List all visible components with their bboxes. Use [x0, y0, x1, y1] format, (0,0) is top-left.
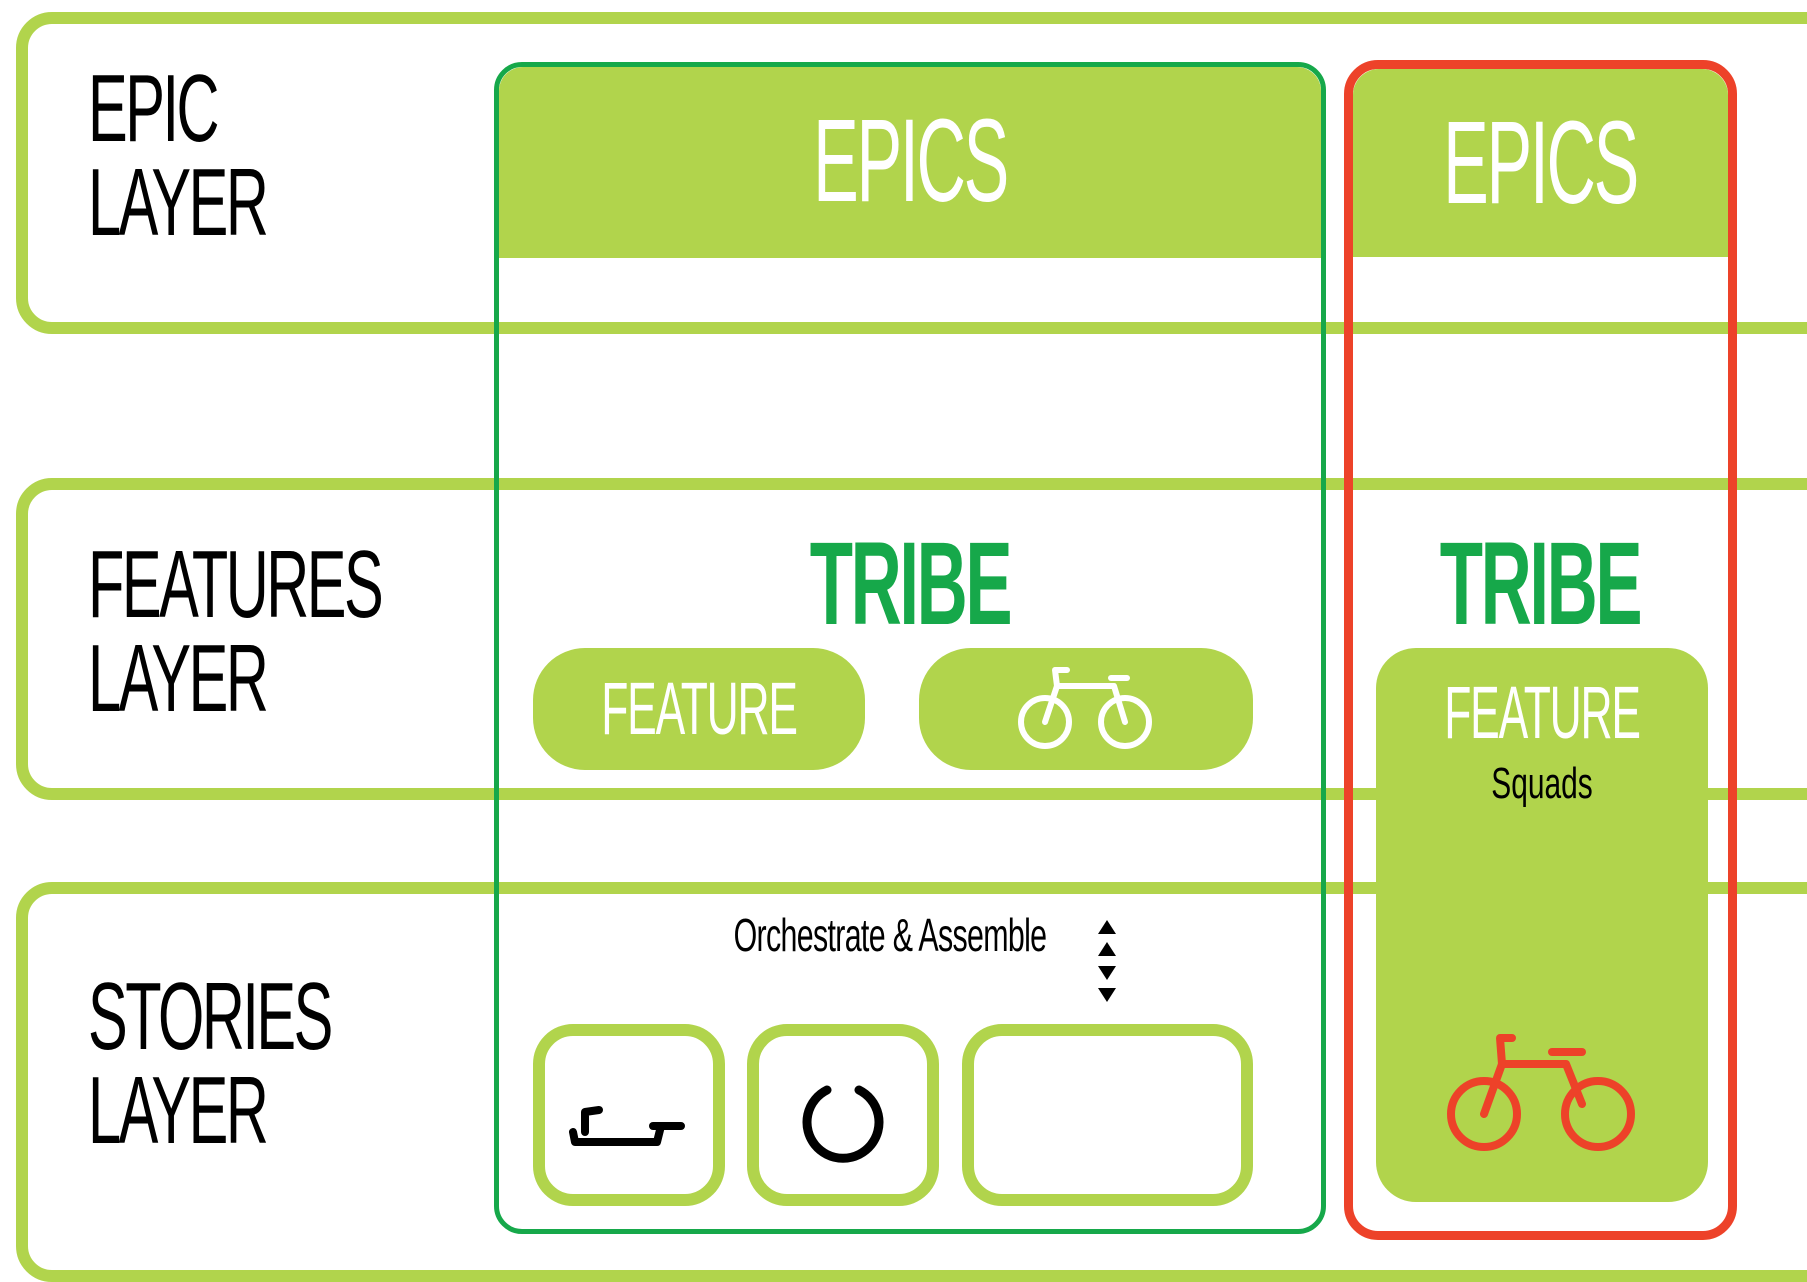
stories-layer-label: STORIES LAYER: [88, 963, 333, 1165]
epics-header-green: EPICS: [499, 67, 1321, 258]
features-layer-label-line1: FEATURES: [88, 531, 384, 638]
features-layer-band: [16, 478, 1807, 800]
orchestrate-assemble-label: Orchestrate & Assemble: [733, 909, 1047, 961]
stories-layer-label-line1: STORIES: [88, 963, 333, 1070]
features-layer-label: FEATURES LAYER: [88, 531, 384, 733]
story-card-empty: [962, 1024, 1253, 1206]
story-card-wheel: [747, 1024, 939, 1206]
tribe-title-green: TRIBE: [809, 518, 1013, 650]
epics-header-red: EPICS: [1353, 69, 1728, 257]
feature-pill-label: FEATURE: [601, 667, 798, 750]
wheel-icon: [802, 1085, 884, 1163]
story-card-handlebar: [533, 1024, 725, 1206]
epic-layer-label: EPIC LAYER: [88, 55, 269, 257]
feature-pill: FEATURE: [533, 648, 865, 770]
bicycle-feature-pill: [919, 648, 1253, 770]
epic-layer-label-line1: EPIC: [88, 55, 219, 162]
epics-label-red: EPICS: [1443, 97, 1640, 229]
squads-label: Squads: [1491, 759, 1593, 808]
red-bicycle-icon: [1447, 1034, 1635, 1151]
features-layer-label-line2: LAYER: [88, 625, 269, 733]
bicycle-icon: [1018, 667, 1152, 749]
squad-feature-label: FEATURE: [1444, 671, 1641, 754]
handlebar-icon: [569, 1106, 685, 1146]
green-tribe-column: [494, 62, 1326, 1234]
epics-label-green: EPICS: [813, 95, 1009, 227]
stories-layer-label-line2: LAYER: [88, 1057, 269, 1165]
tribe-title-red: TRIBE: [1439, 518, 1643, 650]
squad-feature-card: [1376, 648, 1708, 1202]
up-down-arrows-icon: [1098, 920, 1116, 1002]
red-tribe-column: [1344, 60, 1737, 1240]
epic-layer-label-line2: LAYER: [88, 149, 269, 257]
